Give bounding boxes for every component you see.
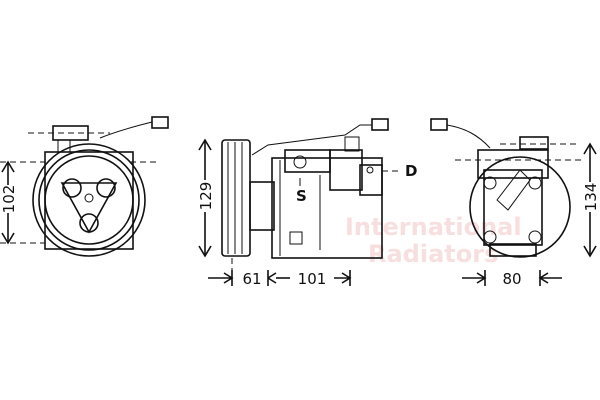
svg-text:101: 101 — [298, 270, 327, 288]
rear-view: 134 80 — [430, 118, 600, 288]
dimension-rear-height: 134 — [582, 142, 600, 258]
dimension-side-height: 129 — [197, 138, 215, 258]
svg-text:Radiators: Radiators — [368, 240, 498, 268]
dimension-pulley-depth: 61 — [208, 270, 277, 288]
svg-text:134: 134 — [582, 183, 600, 212]
dimension-rear-width: 80 — [462, 270, 562, 288]
front-view: 102 — [0, 116, 169, 257]
suction-port-label: S — [296, 187, 307, 205]
dimension-body-length: 101 — [276, 270, 352, 288]
svg-text:102: 102 — [0, 185, 18, 214]
svg-text:International: International — [345, 213, 522, 241]
svg-text:61: 61 — [242, 270, 261, 288]
discharge-port-label: D — [405, 162, 417, 180]
watermark-logo: International Radiators — [345, 213, 522, 268]
dimension-front-height: 102 — [0, 160, 18, 245]
svg-text:80: 80 — [502, 270, 521, 288]
svg-text:129: 129 — [197, 182, 215, 211]
side-view: S D 129 61 101 — [197, 118, 417, 288]
